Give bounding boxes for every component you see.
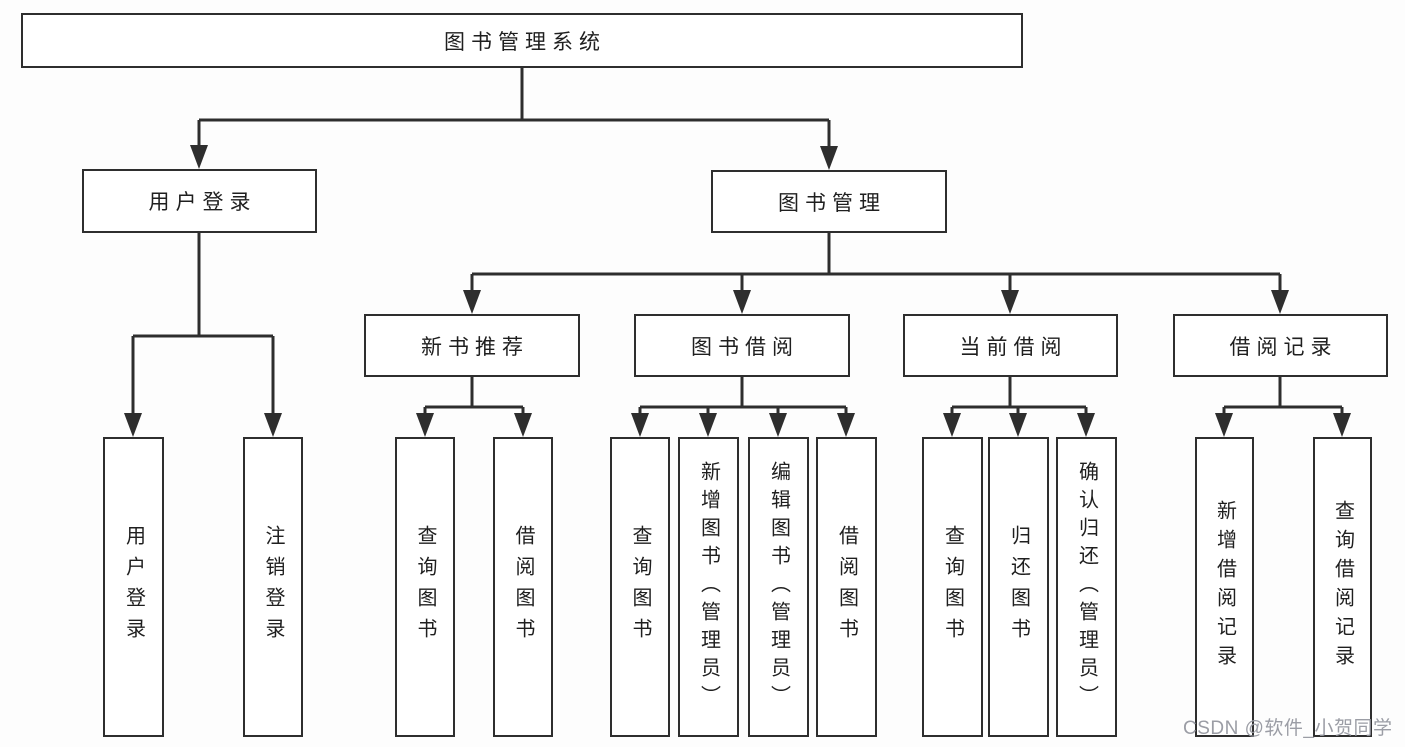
leaf-current-query-books-label: 查询图书 [941,525,964,649]
node-book-management: 图书管理 [711,170,947,233]
leaf-current-confirm-return-admin-label: 确认归还（管理员） [1075,461,1098,713]
node-book-borrowing: 图书借阅 [634,314,850,377]
leaf-current-query-books: 查询图书 [922,437,983,737]
leaf-borrowing-edit-books-admin: 编辑图书（管理员） [748,437,809,737]
leaf-records-add-borrow-record: 新增借阅记录 [1195,437,1254,737]
leaf-borrowing-query-books: 查询图书 [610,437,670,737]
node-borrowing-records-label: 借阅记录 [1229,335,1338,359]
edge-lines [131,68,1344,432]
node-root-book-management-system: 图书管理系统 [21,13,1023,68]
leaf-user-login-label: 用户登录 [122,525,145,649]
leaf-borrowing-borrow-books: 借阅图书 [816,437,877,737]
leaf-borrowing-edit-books-admin-label: 编辑图书（管理员） [767,461,790,713]
leaf-recommend-borrow-books-label: 借阅图书 [512,525,534,649]
leaf-logout: 注销登录 [243,437,303,737]
node-root-label: 图书管理系统 [444,30,606,54]
csdn-watermark: CSDN @软件_小贺同学 [1183,718,1393,739]
leaf-borrowing-query-books-label: 查询图书 [629,525,651,649]
node-book-borrowing-label: 图书借阅 [691,335,799,359]
leaf-recommend-query-books-label: 查询图书 [414,525,436,649]
node-new-book-recommend: 新书推荐 [364,314,580,377]
leaf-borrowing-add-books-admin-label: 新增图书（管理员） [697,461,720,713]
node-new-book-recommend-label: 新书推荐 [421,335,529,359]
leaf-borrowing-add-books-admin: 新增图书（管理员） [678,437,739,737]
leaf-current-return-books: 归还图书 [988,437,1049,737]
leaf-recommend-borrow-books: 借阅图书 [493,437,553,737]
node-current-borrowing-label: 当前借阅 [959,335,1068,359]
leaf-records-add-borrow-record-label: 新增借阅记录 [1213,500,1236,674]
node-user-login-label: 用户登录 [148,191,257,214]
leaf-records-query-borrow-record: 查询借阅记录 [1313,437,1372,737]
node-borrowing-records: 借阅记录 [1173,314,1388,377]
leaf-user-login: 用户登录 [103,437,164,737]
leaf-records-query-borrow-record-label: 查询借阅记录 [1331,500,1354,674]
leaf-logout-label: 注销登录 [262,525,284,649]
node-current-borrowing: 当前借阅 [903,314,1118,377]
leaf-recommend-query-books: 查询图书 [395,437,455,737]
leaf-borrowing-borrow-books-label: 借阅图书 [835,525,858,649]
leaf-current-return-books-label: 归还图书 [1007,525,1030,649]
node-book-management-label: 图书管理 [778,191,886,215]
node-user-login: 用户登录 [82,169,317,233]
leaf-current-confirm-return-admin: 确认归还（管理员） [1056,437,1117,737]
